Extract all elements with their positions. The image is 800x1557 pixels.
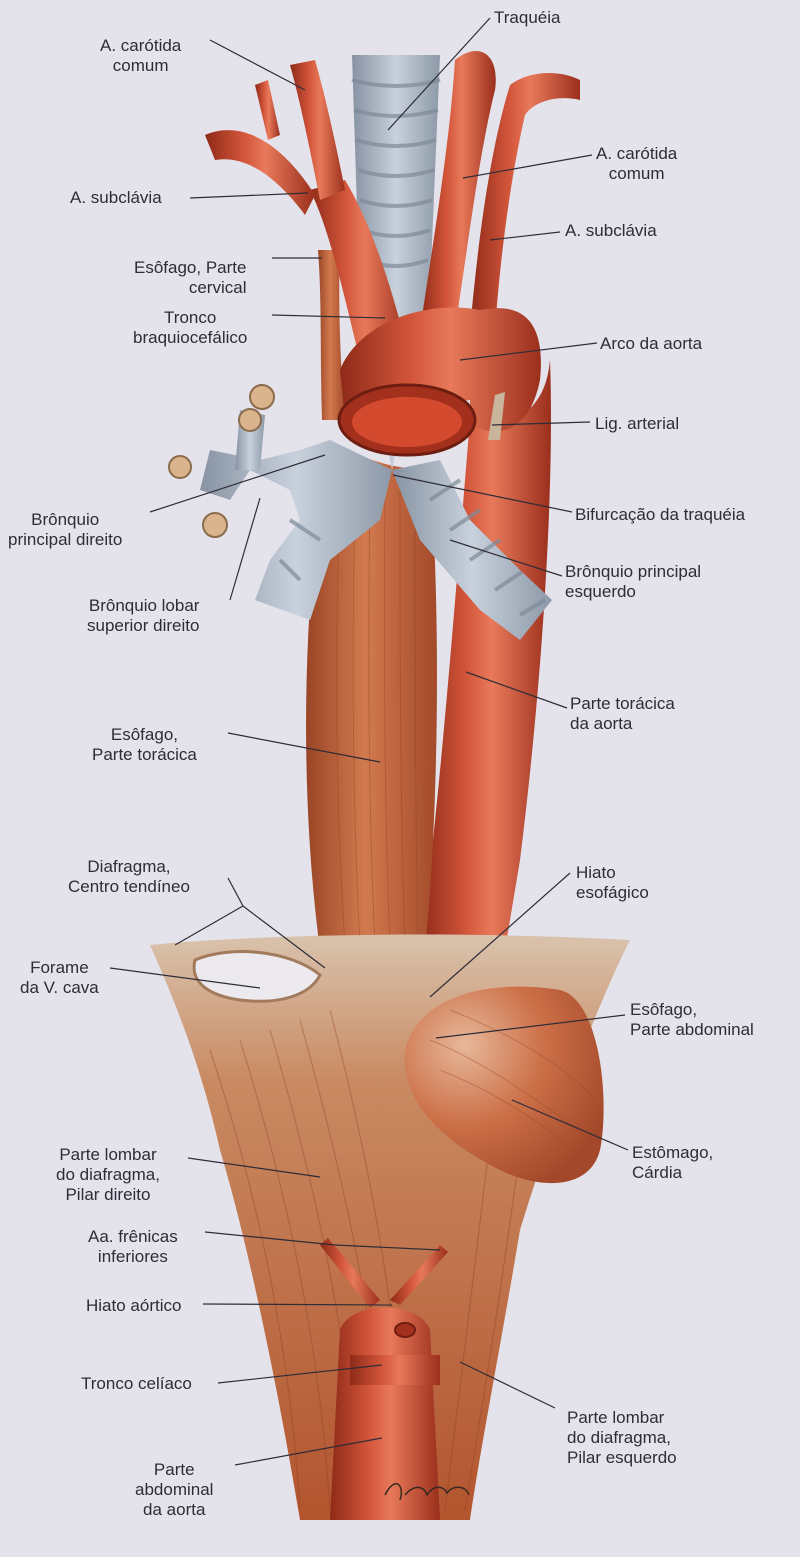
esophagus-thoracic [306,440,437,950]
label-aorta-toracica: Parte torácica da aorta [570,694,675,733]
inferior-phrenic-right [320,1238,380,1308]
label-pilar-direito: Parte lombar do diafragma, Pilar direito [56,1145,160,1204]
label-aorta-abdominal: Parte abdominal da aorta [135,1460,214,1519]
label-esofago-toracico: Esôfago, Parte torácica [92,725,197,764]
abdominal-aorta [330,1307,440,1520]
bronchus-opening [168,455,192,479]
label-subclavia-direita: A. subclávia [70,188,162,207]
bronchus-opening [202,512,228,538]
vena-cava-foramen [192,950,322,1003]
left-main-bronchus [392,460,552,640]
label-estomago-cardia: Estômago, Cárdia [632,1143,714,1182]
brachiocephalic-trunk [310,180,410,360]
label-hiato-aortico: Hiato aórtico [86,1296,182,1315]
label-bifurcacao-traqueia: Bifurcação da traquéia [575,505,746,524]
bronchus-opening [249,384,275,410]
bronchus-opening [238,408,262,432]
thoracic-aorta [420,360,551,950]
label-arco-aorta: Arco da aorta [600,334,703,353]
label-diafragma-centro: Diafragma, Centro tendíneo [68,857,190,896]
esophagus-cervical [318,250,345,420]
label-carotida-esquerda: A. carótida comum [596,144,678,183]
label-pilar-esquerdo: Parte lombar do diafragma, Pilar esquerd… [567,1408,677,1467]
left-subclavian [470,73,580,331]
ligamentum-arteriosum [488,392,505,440]
label-lig-arterial: Lig. arterial [595,414,680,433]
label-esofago-cervical: Esôfago, Parte cervical [134,258,247,297]
leader-lines [109,17,629,1466]
label-arterias-frenicas: Aa. frênicas inferiores [88,1227,178,1266]
label-carotida-direita: A. carótida comum [100,36,182,75]
label-esofago-abdominal: Esôfago, Parte abdominal [630,1000,754,1039]
right-main-bronchus [200,440,392,620]
label-bronquio-lobar: Brônquio lobar superior direito [87,596,200,635]
inferior-phrenic-left [390,1245,448,1305]
right-subclavian-branch [255,80,280,140]
label-forame-cava: Forame da V. cava [20,958,99,997]
artist-signature [384,1483,470,1501]
left-common-carotid [420,51,496,330]
right-common-carotid [290,60,345,200]
label-subclavia-esquerda: A. subclávia [565,221,657,240]
label-traqueia: Traquéia [494,8,561,27]
right-subclavian [205,130,315,215]
label-hiato-esofagico: Hiato esofágico [576,863,649,902]
label-tronco-celiaco: Tronco celíaco [81,1374,192,1393]
celiac-trunk [350,1355,440,1385]
label-tronco-braquiocefalico: Tronco braquiocefálico [133,308,248,347]
label-bronquio-principal-esquerdo: Brônquio principal esquerdo [565,562,702,601]
label-bronquio-principal-direito: Brônquio principal direito [8,510,123,549]
